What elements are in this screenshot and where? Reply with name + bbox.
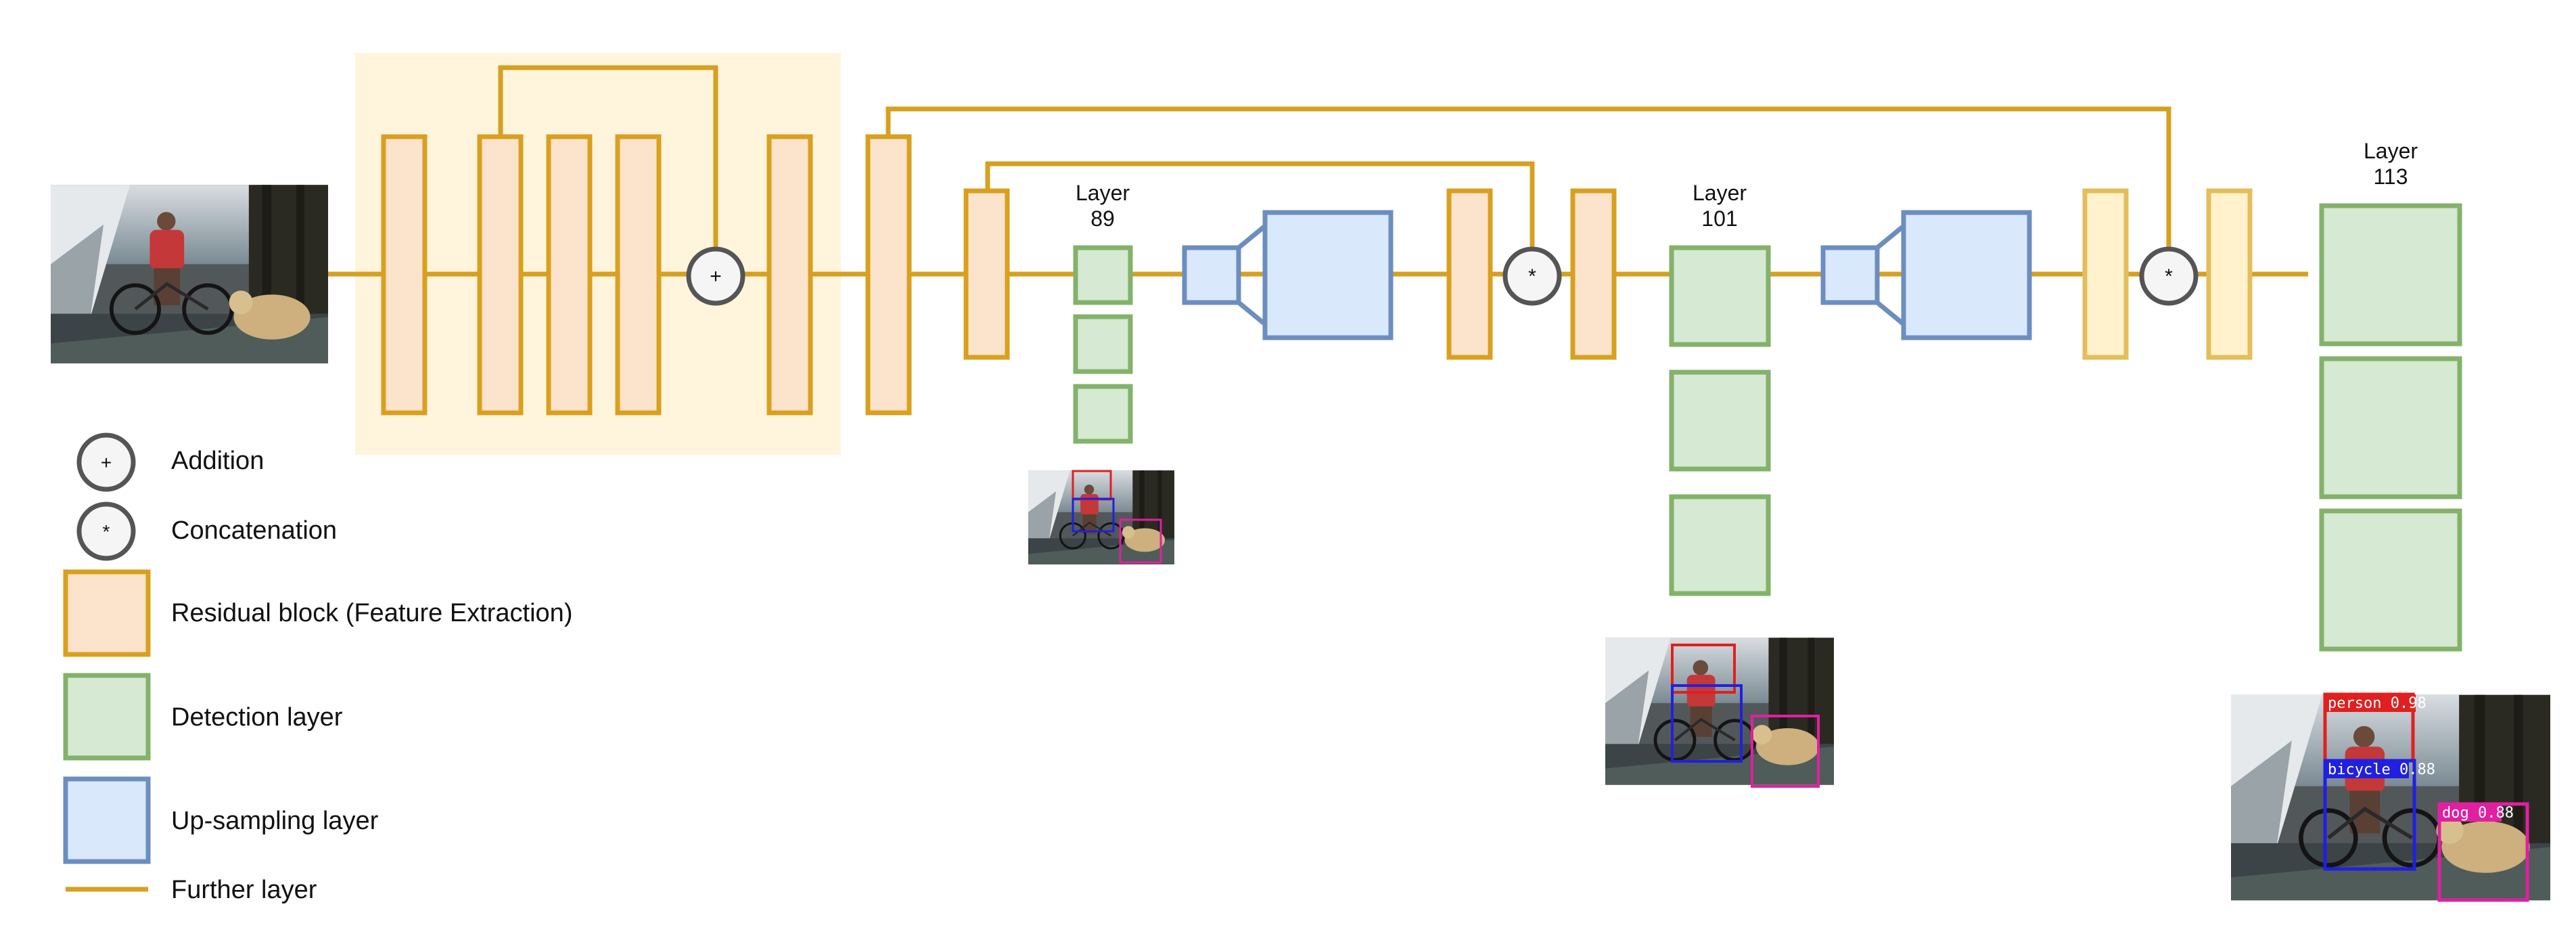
detection-layer-101: [1669, 494, 1771, 596]
legend: + Addition * Concatenation Residual bloc…: [63, 432, 572, 904]
upsample-connector: [1237, 300, 1267, 326]
legend-detection: Detection layer: [63, 673, 343, 761]
upsample-block-large: [1901, 210, 2032, 340]
detection-layer-89: [1073, 245, 1133, 305]
detection-layer-101: [1669, 245, 1771, 347]
residual-block: [865, 134, 912, 416]
layer-101-title: Layer: [1693, 181, 1747, 205]
concat-node: *: [2139, 246, 2199, 306]
svg-text:*: *: [2165, 265, 2173, 288]
residual-block: [1570, 188, 1617, 360]
detection-layer-113: [2319, 203, 2462, 347]
output-image-layer-89: [1028, 469, 1174, 566]
output-image-layer-113: person 0.98 bicycle 0.88 dog 0.88: [2231, 694, 2550, 900]
legend-further: Further layer: [66, 876, 317, 904]
layer-101-number: 101: [1701, 206, 1737, 231]
addition-node: +: [686, 246, 745, 306]
detection-layer-101: [1669, 370, 1771, 472]
svg-text:*: *: [103, 521, 110, 542]
residual-block: [615, 134, 662, 416]
svg-text:*: *: [1528, 265, 1536, 288]
legend-residual-label: Residual block (Feature Extraction): [171, 599, 572, 627]
residual-block: [477, 134, 524, 416]
layer-89-title: Layer: [1076, 181, 1130, 205]
detection-layer-89: [1073, 314, 1133, 374]
upsample-connector: [1237, 224, 1267, 250]
further-layer-block: [2082, 188, 2129, 360]
legend-further-label: Further layer: [171, 876, 317, 904]
svg-text:+: +: [101, 452, 112, 473]
concat-node: *: [1502, 246, 1562, 306]
legend-concatenation: * Concatenation: [76, 501, 337, 561]
legend-detection-label: Detection layer: [171, 703, 343, 732]
detection-layer-113: [2319, 508, 2462, 652]
bicycle-tag: [2325, 761, 2409, 778]
dog-detection-label: dog 0.88: [2442, 805, 2514, 822]
residual-block: [963, 188, 1010, 360]
input-image: [51, 185, 328, 363]
output-image-layer-101: [1605, 638, 1834, 788]
residual-block: [766, 134, 813, 416]
legend-concatenation-label: Concatenation: [171, 516, 337, 545]
further-layer-block: [2206, 188, 2253, 360]
detection-layer-89: [1073, 384, 1133, 444]
legend-addition-label: Addition: [171, 447, 264, 475]
legend-upsampling: Up-sampling layer: [63, 776, 379, 864]
legend-upsampling-label: Up-sampling layer: [171, 807, 379, 835]
detection-layer-113: [2319, 356, 2462, 499]
dog-tag: [2439, 804, 2502, 822]
layer-113-number: 113: [2373, 164, 2408, 189]
layer-113-title: Layer: [2364, 139, 2418, 163]
person-detection-label: person 0.98: [2328, 695, 2426, 712]
upsample-connector: [1875, 224, 1906, 250]
upsample-block-large: [1262, 210, 1394, 340]
residual-block: [546, 134, 593, 416]
legend-addition: + Addition: [76, 432, 264, 492]
skip-line-concat-1: [985, 161, 1535, 248]
upsample-connector: [1875, 300, 1906, 326]
svg-text:+: +: [710, 265, 722, 288]
upsample-block-small: [1820, 245, 1880, 305]
upsample-block-small: [1182, 245, 1241, 305]
residual-block: [1446, 188, 1493, 360]
backbone-region: [355, 53, 841, 455]
bicycle-detection-label: bicycle 0.88: [2328, 761, 2435, 778]
person-tag: [2325, 694, 2416, 712]
residual-block: [381, 134, 428, 416]
legend-residual: Residual block (Feature Extraction): [63, 569, 572, 657]
layer-89-number: 89: [1090, 206, 1115, 231]
skip-line-concat-2: [886, 106, 2171, 248]
skip-line-addition: [498, 65, 718, 248]
